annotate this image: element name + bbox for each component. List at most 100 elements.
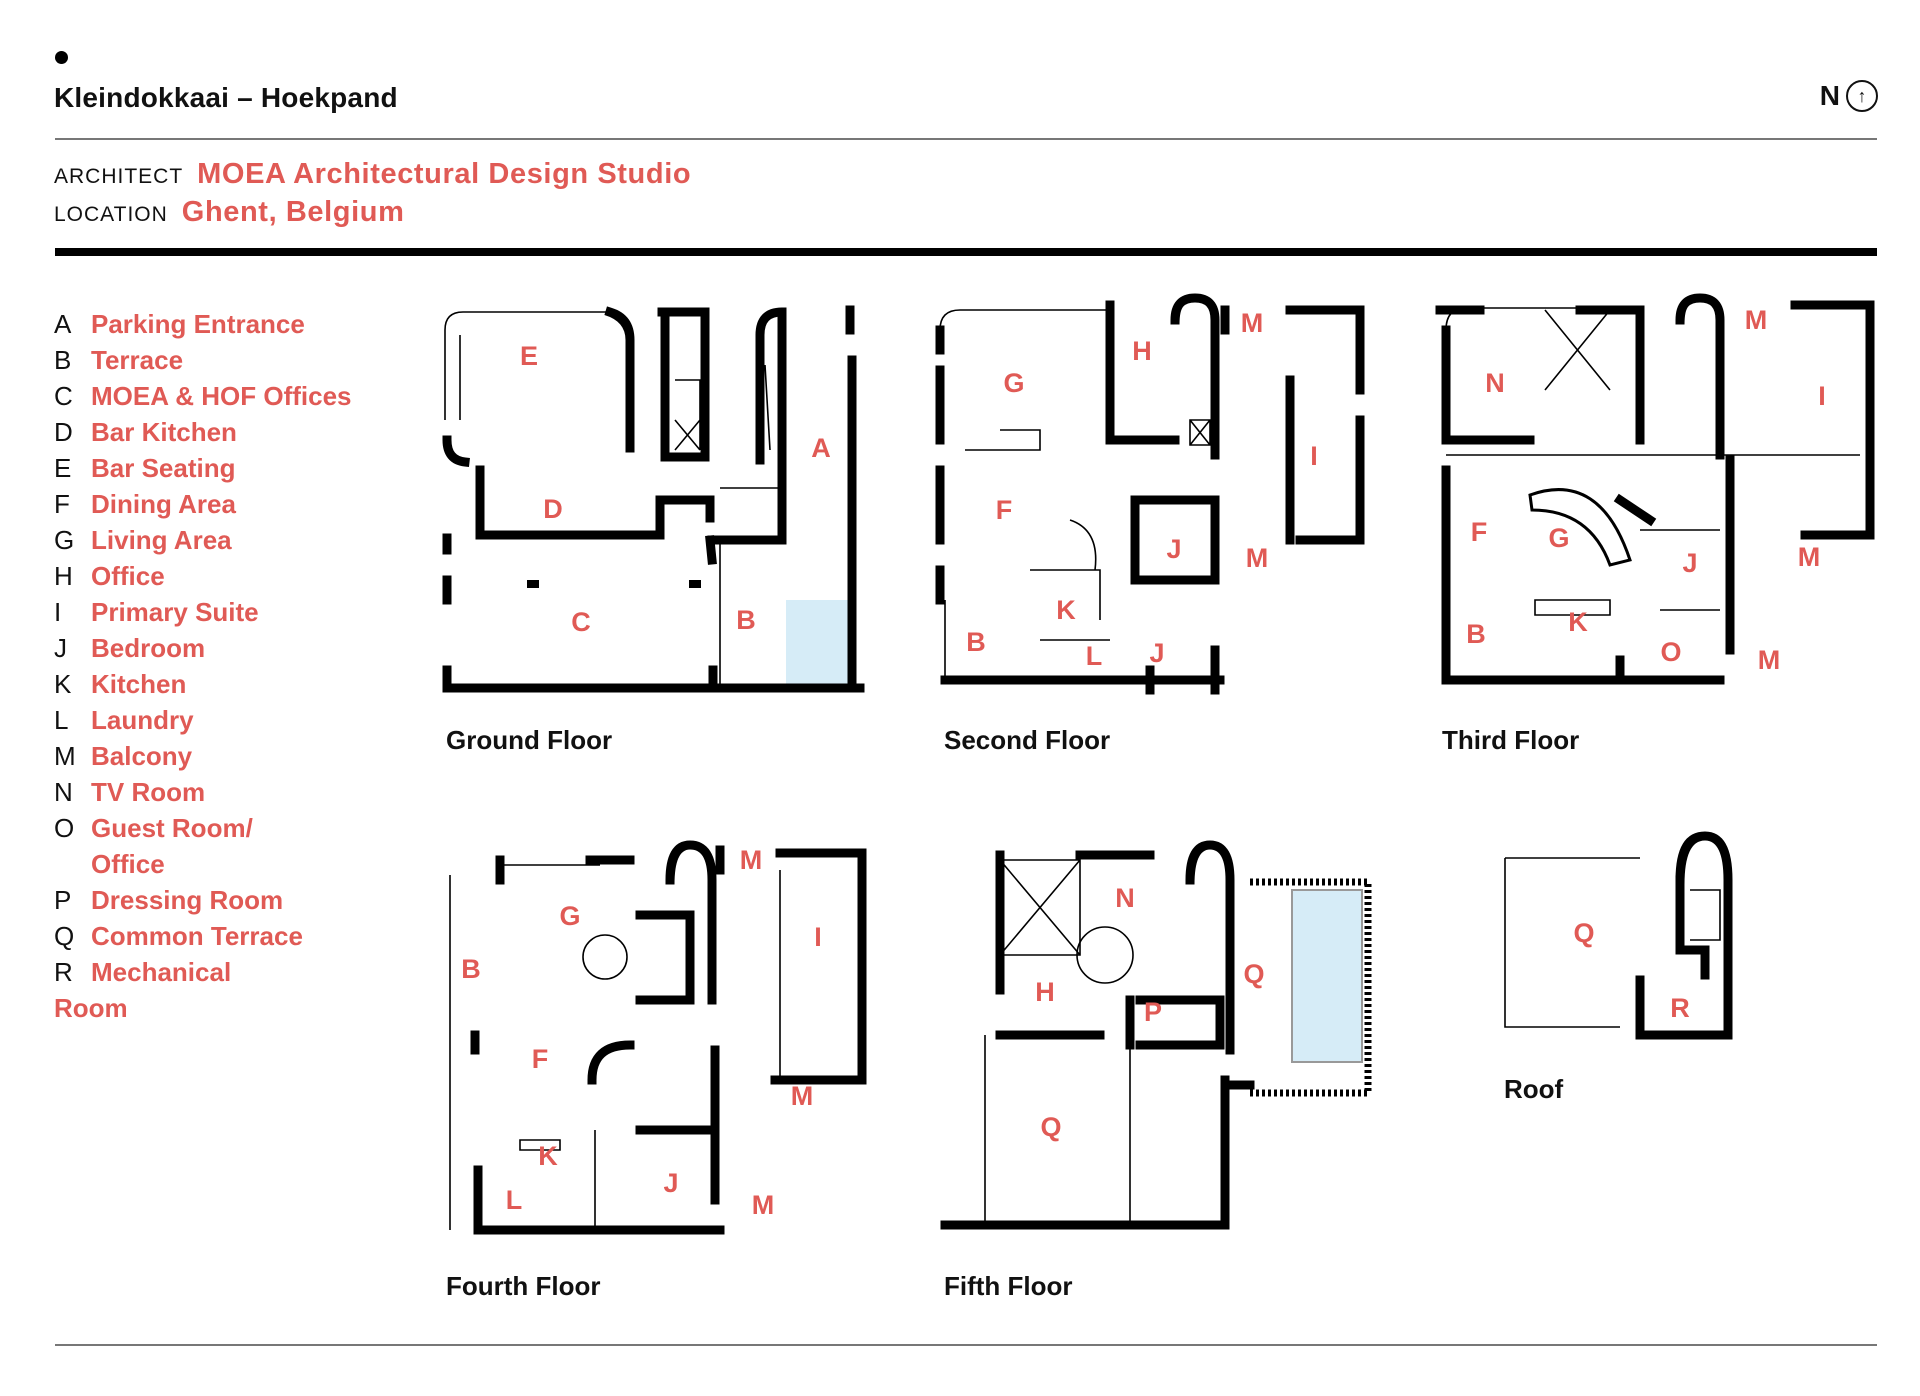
room-marker: M (1241, 308, 1264, 338)
room-marker: I (1310, 441, 1318, 471)
room-marker: I (1818, 381, 1826, 411)
legend-item: M Balcony (54, 738, 384, 774)
legend-letter: N (54, 777, 73, 807)
legend-letter: E (54, 453, 72, 483)
bullet-dot (55, 51, 68, 64)
room-marker: O (1660, 637, 1681, 667)
legend-letter: O (54, 813, 75, 843)
ground-floor-label: Ground Floor (446, 725, 613, 755)
architect-label: ARCHITECT (54, 165, 184, 188)
location-value: Ghent, Belgium (181, 196, 405, 228)
divider-thick (55, 248, 1877, 256)
room-marker: J (1166, 534, 1181, 564)
legend-item: F Dining Area (54, 486, 384, 522)
legend-label: Parking Entrance (91, 309, 305, 339)
legend-item: E Bar Seating (54, 450, 384, 486)
architect-value: MOEA Architectural Design Studio (197, 158, 692, 190)
room-marker: Q (1040, 1112, 1061, 1142)
legend-item: K Kitchen (54, 666, 384, 702)
legend-label: Common Terrace (91, 921, 303, 951)
room-marker: M (740, 845, 763, 875)
roof-label: Roof (1504, 1074, 1564, 1104)
legend-letter: B (54, 345, 72, 375)
room-marker: J (663, 1168, 678, 1198)
room-marker: K (1056, 595, 1076, 625)
legend-label: Office (91, 561, 165, 591)
legend-label: MOEA & HOF Offices (91, 381, 352, 411)
divider-bottom (55, 1344, 1877, 1346)
room-marker: G (1548, 523, 1569, 553)
location-label: LOCATION (54, 203, 168, 226)
legend-letter: M (54, 741, 76, 771)
legend-item: Q Common Terrace (54, 918, 384, 954)
room-marker: H (1035, 977, 1055, 1007)
room-marker: B (736, 605, 756, 635)
third-floor-label: Third Floor (1442, 725, 1580, 755)
second-floor-label: Second Floor (944, 725, 1111, 755)
legend-label: Guest Room/ Office (91, 813, 253, 879)
room-marker: J (1682, 548, 1697, 578)
north-arrow-icon: ↑ (1846, 80, 1878, 112)
legend-letter: K (54, 669, 72, 699)
room-marker: Q (1573, 918, 1594, 948)
legend-letter: D (54, 417, 73, 447)
room-marker: D (543, 494, 563, 524)
room-marker: B (461, 954, 481, 984)
room-marker: A (811, 433, 831, 463)
legend-item: A Parking Entrance (54, 306, 384, 342)
room-marker: G (559, 901, 580, 931)
legend-label: Primary Suite (91, 597, 259, 627)
room-marker: E (520, 341, 538, 371)
north-label: N (1819, 80, 1840, 111)
legend-letter: I (54, 597, 62, 627)
room-marker: R (1670, 993, 1690, 1023)
ground-floor-plan: E D A C B (442, 305, 865, 693)
room-marker: M (1246, 543, 1269, 573)
room-marker: M (752, 1190, 775, 1220)
room-marker: C (571, 607, 591, 637)
room-marker: L (1086, 641, 1103, 671)
legend-item: N TV Room (54, 774, 384, 810)
room-marker: B (966, 627, 986, 657)
room-marker: N (1115, 883, 1135, 913)
room-marker: Q (1243, 959, 1264, 989)
pool (1291, 889, 1363, 1063)
room-marker: K (1568, 607, 1588, 637)
legend-label: Dining Area (91, 489, 236, 519)
room-marker: F (1471, 517, 1488, 547)
room-marker: P (1144, 997, 1162, 1027)
location-row: LOCATION Ghent, Belgium (54, 196, 404, 229)
legend-item: J Bedroom (54, 630, 384, 666)
room-marker: L (506, 1185, 523, 1215)
roof-plan: QR (1504, 831, 1733, 1040)
fourth-floor-label: Fourth Floor (446, 1271, 601, 1301)
legend-letter: J (54, 633, 67, 663)
north-indicator: N ↑ (1820, 80, 1878, 112)
legend-letter: H (54, 561, 73, 591)
legend-label: Bedroom (91, 633, 206, 663)
legend-letter: F (54, 489, 70, 519)
fifth-floor-label: Fifth Floor (944, 1271, 1073, 1301)
legend-label: Balcony (91, 741, 193, 771)
legend-letter: C (54, 381, 73, 411)
room-marker: M (791, 1081, 814, 1111)
page-title: Kleindokkaai – Hoekpand (54, 82, 398, 113)
legend-label: Laundry (91, 705, 194, 735)
legend-letter: Q (54, 921, 75, 951)
legend-label: TV Room (91, 777, 206, 807)
legend-letter: L (54, 705, 69, 735)
legend-label: Bar Seating (91, 453, 236, 483)
legend-label: Kitchen (91, 669, 187, 699)
legend-item: H Office (54, 558, 384, 594)
legend-letter: A (54, 309, 72, 339)
legend-label: Living Area (91, 525, 232, 555)
room-marker: F (996, 495, 1013, 525)
